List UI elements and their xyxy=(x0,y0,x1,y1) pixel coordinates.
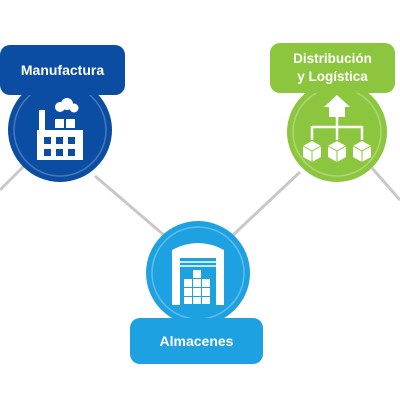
manufactura-label-box: Manufactura xyxy=(0,45,125,95)
connector-right-edge xyxy=(370,167,400,201)
almacenes-label: Almacenes xyxy=(159,333,234,349)
distribucion-label-line2: y Logística xyxy=(297,69,368,84)
connector-manufactura-almacenes xyxy=(94,174,166,238)
node-distribucion xyxy=(287,82,387,182)
node-manufactura xyxy=(8,78,112,182)
connector-almacenes-distribucion xyxy=(230,170,302,238)
node-almacenes xyxy=(146,221,250,325)
distribucion-label-box: Distribución y Logística xyxy=(270,43,395,93)
almacenes-label-box: Almacenes xyxy=(130,318,263,364)
warehouse-icon xyxy=(172,243,224,305)
manufactura-label: Manufactura xyxy=(20,62,105,78)
distribucion-label-line1: Distribución xyxy=(293,51,372,66)
